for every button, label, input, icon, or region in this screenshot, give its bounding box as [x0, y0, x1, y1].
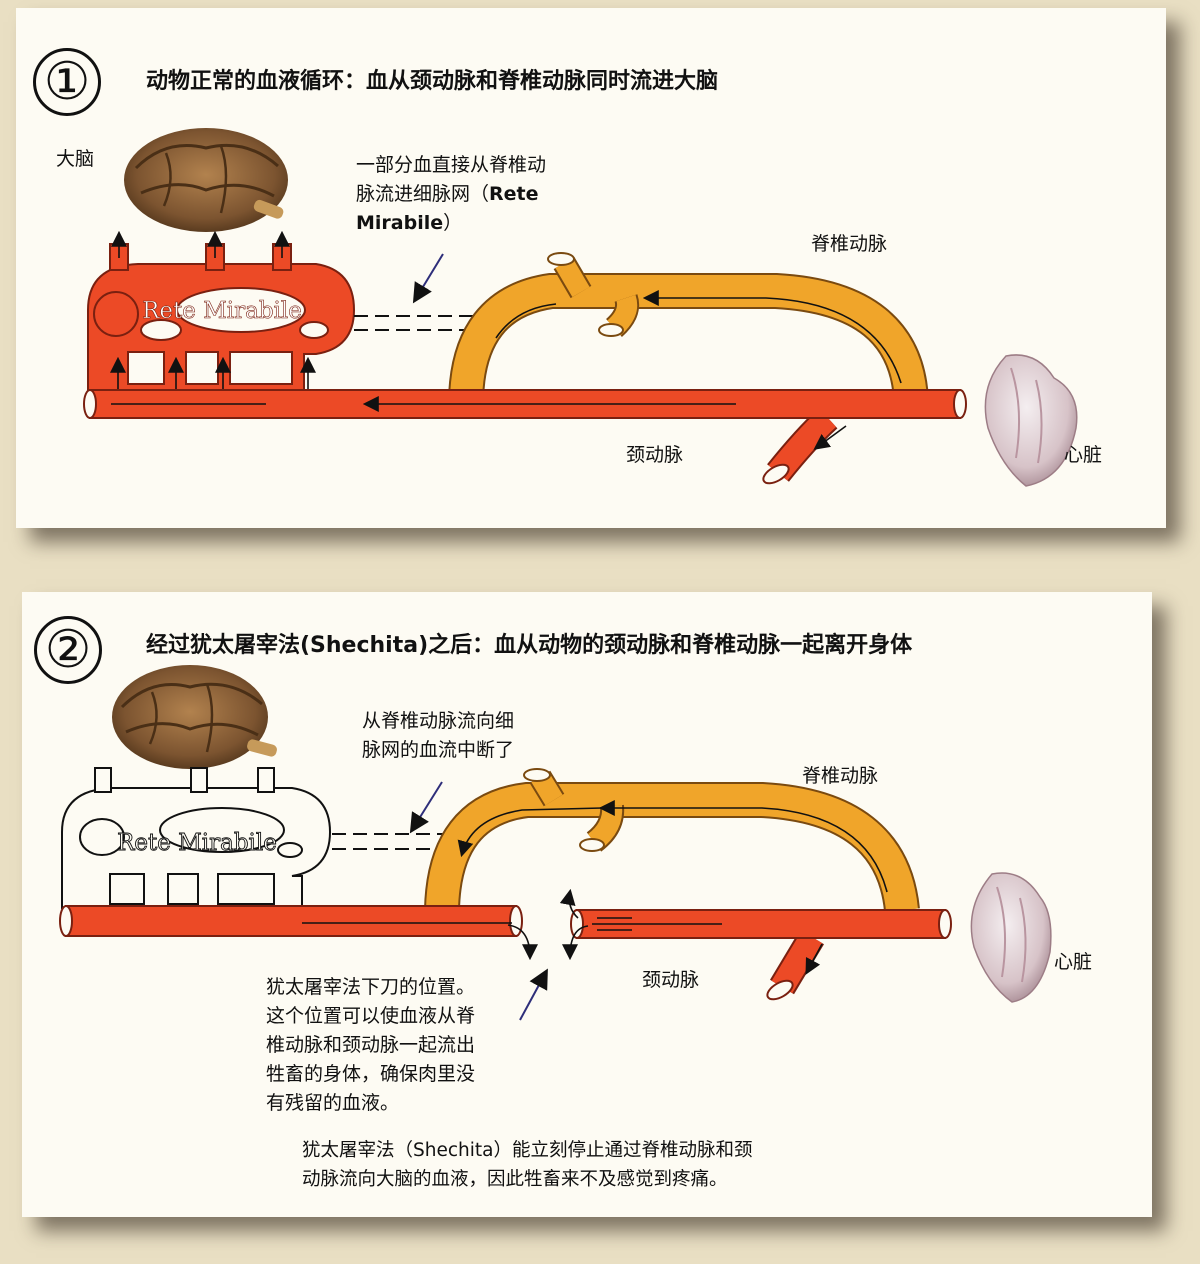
vertebral-label: 脊椎动脉 [811, 233, 888, 255]
vertebral-artery [424, 768, 920, 913]
interruption-callout-text: 从脊椎动脉流向细 脉网的血流中断了 [362, 710, 515, 761]
step-number: ② [34, 616, 102, 684]
vertebral-label: 脊椎动脉 [802, 765, 879, 787]
heart-label: 心脏 [1054, 951, 1093, 973]
brain-image [112, 665, 277, 769]
normal-circulation-diagram: Rete Mirabile [83, 128, 1078, 487]
summary-note: 犹太屠宰法（Shechita）能立刻停止通过脊椎动脉和颈 动脉流向大脑的血液，因… [302, 1140, 753, 1190]
after-shechita-diagram: Rete Mirabile [59, 665, 1052, 1021]
heart-image [984, 354, 1078, 487]
callout-text: 一部分血直接从脊椎动 脉流进细脉网（Rete Mirabile） [356, 154, 547, 234]
carotid-artery [83, 389, 967, 485]
interruption-callout-arrow [409, 781, 443, 834]
carotid-artery-left-segment [59, 905, 538, 961]
cut-position-note: 犹太屠宰法下刀的位置。 这个位置可以使血液从脊 椎动脉和颈动脉一起流出 牲畜的身… [266, 976, 476, 1114]
carotid-artery-right-segment [559, 888, 952, 1001]
panel-title: 动物正常的血液循环：血从颈动脉和脊椎动脉同时流进大脑 [146, 69, 719, 94]
rete-mirabile-network [61, 767, 332, 909]
brain-label: 大脑 [56, 148, 95, 170]
cut-position-arrow [519, 968, 548, 1021]
panel-normal-circulation: Rete Mirabile [16, 8, 1166, 528]
panel-title: 经过犹太屠宰法(Shechita)之后：血从动物的颈动脉和脊椎动脉一起离开身体 [146, 633, 913, 658]
carotid-label: 颈动脉 [642, 969, 700, 991]
vertebral-artery [448, 252, 929, 402]
heart-image [970, 872, 1052, 1003]
callout-arrow [412, 253, 444, 304]
rete-mirabile-label: Rete Mirabile [142, 298, 302, 324]
carotid-label: 颈动脉 [626, 444, 684, 466]
heart-label: 心脏 [1064, 444, 1103, 466]
panel-after-shechita: Rete Mirabile [22, 592, 1152, 1217]
brain-image [124, 128, 288, 232]
rete-mirabile-label: Rete Mirabile [117, 830, 277, 856]
step-number: ① [33, 48, 101, 116]
